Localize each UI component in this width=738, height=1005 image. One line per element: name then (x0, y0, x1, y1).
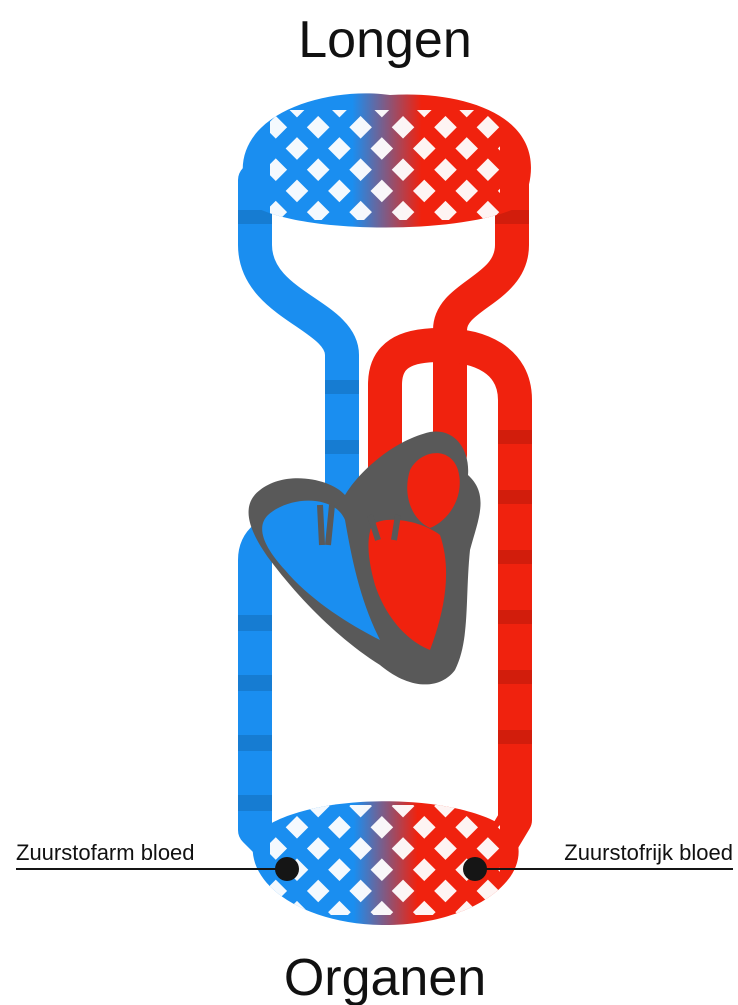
left-marker-dot (275, 857, 299, 881)
label-oxygenated-blood: Zuurstofrijk bloed (564, 840, 733, 865)
label-deoxygenated-blood: Zuurstofarm bloed (16, 840, 195, 865)
right-marker-dot (463, 857, 487, 881)
heart (249, 432, 481, 685)
organs-title: Organen (284, 949, 486, 1005)
lungs-title: Longen (298, 11, 472, 69)
lung-capillaries (243, 93, 531, 227)
